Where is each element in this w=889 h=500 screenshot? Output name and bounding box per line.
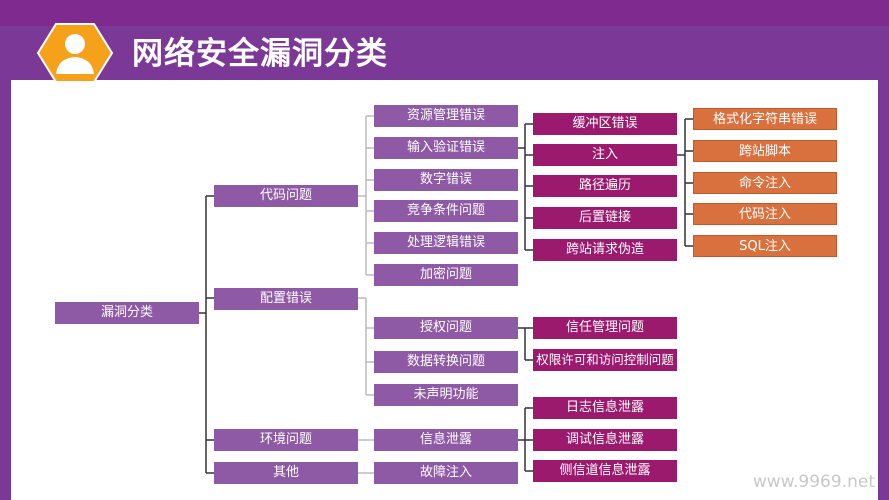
node-root: 漏洞分类	[55, 302, 199, 324]
node-other: 其他	[214, 462, 358, 484]
node-xss: 跨站脚本	[693, 140, 837, 162]
node-numeric-error: 数字错误	[374, 169, 518, 191]
header-bar	[0, 26, 889, 80]
user-icon	[36, 22, 114, 84]
node-side-channel-leak: 侧信道信息泄露	[533, 460, 677, 482]
watermark: www.9969.net	[752, 472, 875, 492]
node-code-injection: 代码注入	[693, 203, 837, 225]
top-bar	[0, 0, 889, 26]
node-input-validation: 输入验证错误	[374, 137, 518, 159]
left-frame	[0, 80, 11, 500]
node-resource-mgmt: 资源管理错误	[374, 105, 518, 127]
node-logic-error: 处理逻辑错误	[374, 232, 518, 254]
node-command-injection: 命令注入	[693, 172, 837, 194]
page-title: 网络安全漏洞分类	[132, 36, 388, 72]
node-csrf: 跨站请求伪造	[533, 239, 677, 261]
node-post-link: 后置链接	[533, 207, 677, 229]
node-debug-leak: 调试信息泄露	[533, 429, 677, 451]
right-frame	[878, 80, 889, 500]
node-env-problem: 环境问题	[214, 429, 358, 451]
node-crypto-problem: 加密问题	[374, 264, 518, 286]
node-buffer-error: 缓冲区错误	[533, 113, 677, 135]
node-undeclared-function: 未声明功能	[374, 384, 518, 406]
node-authorization: 授权问题	[374, 317, 518, 339]
node-injection: 注入	[533, 144, 677, 166]
node-path-traversal: 路径遍历	[533, 175, 677, 197]
node-log-leak: 日志信息泄露	[533, 397, 677, 419]
node-race-condition: 竞争条件问题	[374, 200, 518, 222]
node-info-leak: 信息泄露	[374, 429, 518, 451]
node-trust-mgmt: 信任管理问题	[533, 317, 677, 339]
node-access-control: 权限许可和访问控制问题	[533, 349, 677, 371]
node-format-string: 格式化字符串错误	[693, 108, 837, 130]
node-sql-injection: SQL注入	[693, 235, 837, 257]
node-fault-injection: 故障注入	[374, 462, 518, 484]
node-code-problem: 代码问题	[214, 185, 358, 207]
node-config-error: 配置错误	[214, 288, 358, 310]
node-data-conversion: 数据转换问题	[374, 351, 518, 373]
